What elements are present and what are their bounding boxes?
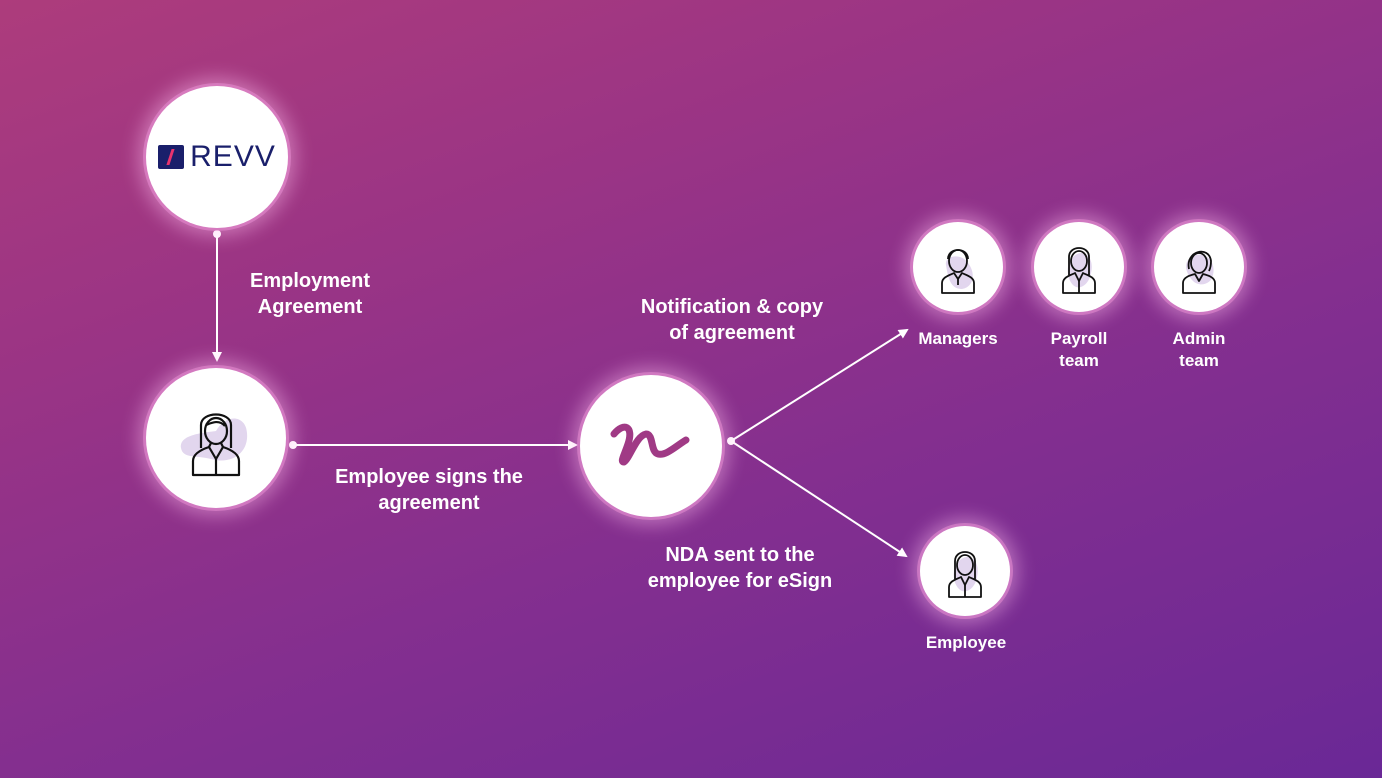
payroll-node xyxy=(1034,222,1124,312)
edge-esign-to-managers xyxy=(727,328,909,445)
woman-employee-icon xyxy=(948,551,982,598)
managers-label: Managers xyxy=(918,329,998,348)
woman-employee-icon xyxy=(1062,247,1096,294)
edge-revv-to-employee xyxy=(212,230,222,362)
admin-node xyxy=(1154,222,1244,312)
revv-logo: REVV xyxy=(158,140,276,174)
payroll-label: Payroll team xyxy=(1050,329,1108,370)
woman-short-hair-icon xyxy=(1182,250,1216,294)
edge-label-employment-agreement: Employment Agreement xyxy=(249,270,371,318)
edge-esign-to-employee xyxy=(730,440,908,558)
edge-label-employee-signs: Employee signs the agreement xyxy=(335,466,523,514)
employee-label: Employee xyxy=(925,633,1007,652)
man-icon xyxy=(941,249,975,294)
admin-label: Admin team xyxy=(1172,329,1226,370)
edge-employee-to-esign xyxy=(289,440,578,450)
revv-node: REVV xyxy=(146,86,288,228)
edge-label-nda: NDA sent to the employee for eSign xyxy=(647,544,833,592)
revv-logo-mark-icon xyxy=(158,145,185,169)
woman-employee-icon xyxy=(180,413,248,477)
employee-signer-node xyxy=(146,368,286,508)
revv-logo-text: REVV xyxy=(190,140,276,173)
esign-node xyxy=(580,375,722,517)
employee-node xyxy=(920,526,1010,616)
signature-icon xyxy=(610,423,690,466)
edge-label-notification: Notification & copy of agreement xyxy=(640,296,824,344)
managers-node xyxy=(913,222,1003,312)
